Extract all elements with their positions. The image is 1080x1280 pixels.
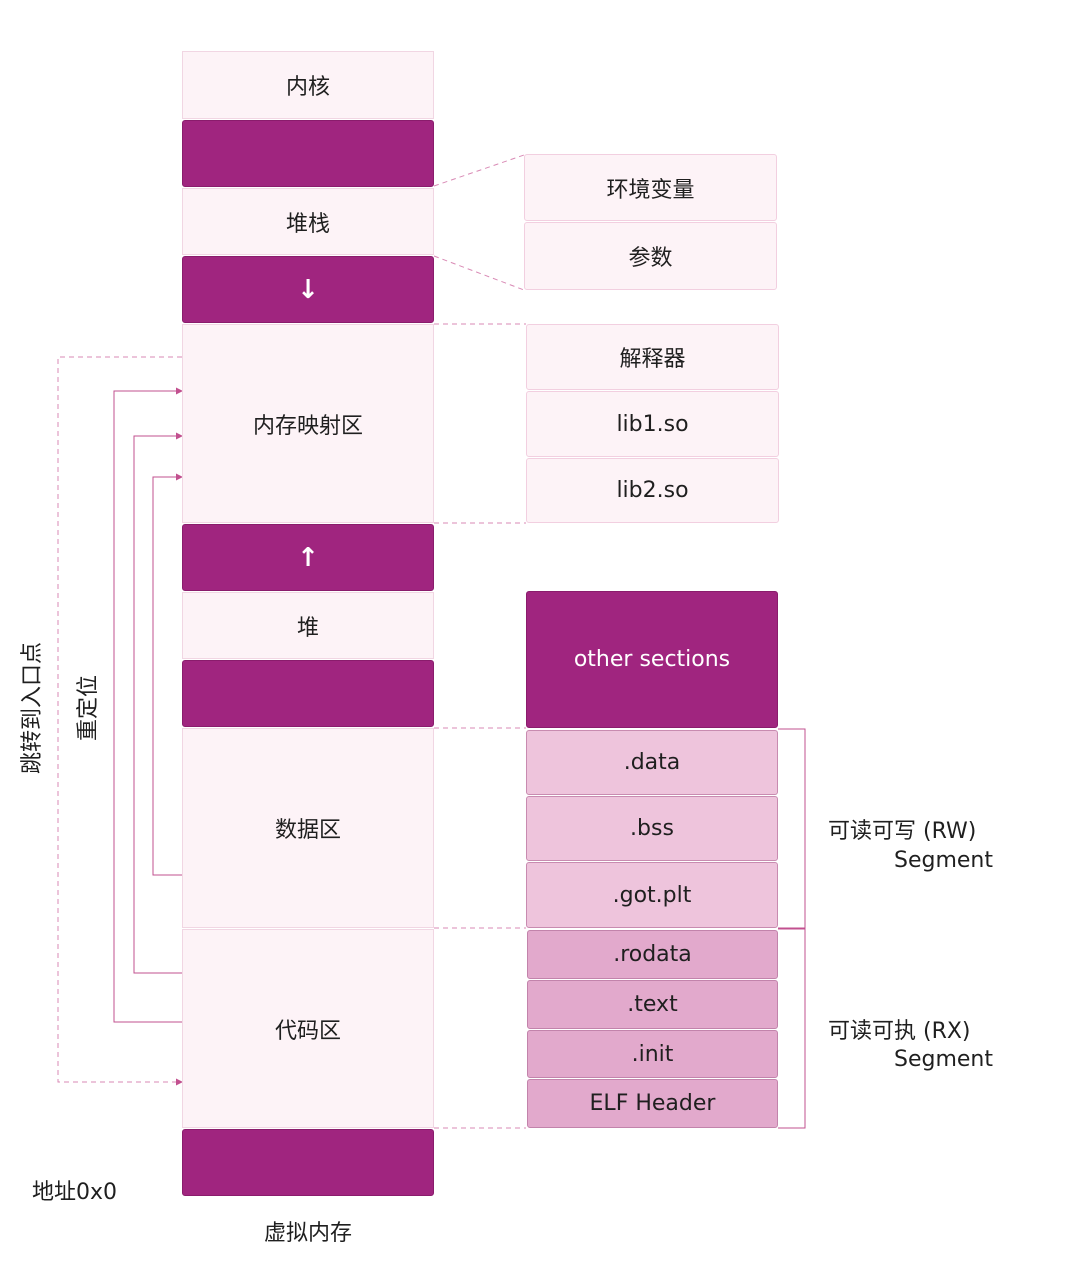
text-section-block: .text [527, 980, 778, 1029]
reloc-arrow-3 [152, 473, 183, 876]
stack-label: 堆栈 [285, 211, 330, 237]
data-section-block: .data [526, 730, 778, 795]
kernel-block: 内核 [182, 51, 434, 119]
env-vars-block: 环境变量 [524, 154, 777, 221]
address-zero-label: 地址0x0 [32, 1180, 118, 1205]
null-block [182, 1129, 434, 1196]
other-sections-label: other sections [573, 647, 731, 672]
bss-section-label: .bss [630, 816, 674, 841]
gap-block-2 [182, 660, 434, 727]
args-block: 参数 [524, 222, 777, 290]
got-plt-section-label: .got.plt [612, 882, 692, 908]
data-area-block: 数据区 [182, 728, 434, 928]
init-section-block: .init [527, 1030, 778, 1078]
got-plt-section-block: .got.plt [526, 862, 778, 928]
interpreter-label: 解释器 [619, 347, 686, 372]
stack-block: 堆栈 [182, 188, 434, 255]
rw-segment-label-line1: 可读可写 (RW) [828, 819, 977, 844]
mmap-label: 内存映射区 [252, 413, 363, 439]
rx-segment-bracket [778, 928, 806, 1129]
data-section-label: .data [623, 750, 681, 775]
kernel-label: 内核 [285, 75, 330, 100]
stack-zoom-line-bottom [433, 255, 525, 291]
lib2-label: lib2.so [616, 478, 689, 503]
stack-growth-block: ↓ [182, 256, 434, 323]
arrow-up-icon: ↑ [297, 542, 319, 573]
rw-segment-bracket [778, 728, 806, 929]
env-vars-label: 环境变量 [606, 177, 695, 203]
lib2-block: lib2.so [526, 458, 779, 523]
virtual-memory-caption: 虚拟内存 [263, 1221, 353, 1246]
rodata-section-label: .rodata [613, 942, 692, 967]
heap-label: 堆 [296, 615, 319, 641]
lib1-block: lib1.so [526, 391, 779, 457]
init-section-label: .init [631, 1041, 674, 1067]
rodata-section-block: .rodata [527, 930, 778, 979]
elf-header-block: ELF Header [527, 1079, 778, 1128]
text-section-label: .text [627, 992, 678, 1017]
rx-segment-label-line1: 可读可执 (RX) [828, 1019, 971, 1044]
gap-block-1 [182, 120, 434, 187]
jump-to-entry-label: 跳转到入口点 [20, 641, 45, 775]
other-sections-block: other sections [526, 591, 778, 728]
mmap-block: 内存映射区 [182, 324, 434, 523]
interpreter-block: 解释器 [526, 324, 779, 390]
code-area-block: 代码区 [182, 929, 434, 1128]
rx-segment-label-line2: Segment [894, 1047, 993, 1072]
args-label: 参数 [628, 246, 673, 271]
code-area-label: 代码区 [274, 1018, 341, 1044]
arrow-down-icon: ↓ [297, 274, 319, 305]
rw-segment-label-line2: Segment [894, 848, 993, 873]
lib1-label: lib1.so [616, 411, 689, 437]
heap-growth-block: ↑ [182, 524, 434, 591]
data-area-label: 数据区 [274, 818, 341, 843]
bss-section-block: .bss [526, 796, 778, 861]
elf-header-label: ELF Header [589, 1091, 716, 1116]
reloc-arrow-1 [113, 387, 183, 1023]
reloc-arrow-2 [133, 432, 183, 974]
relocation-label: 重定位 [76, 674, 101, 742]
stack-zoom-line-top [433, 154, 525, 187]
heap-block: 堆 [182, 592, 434, 659]
